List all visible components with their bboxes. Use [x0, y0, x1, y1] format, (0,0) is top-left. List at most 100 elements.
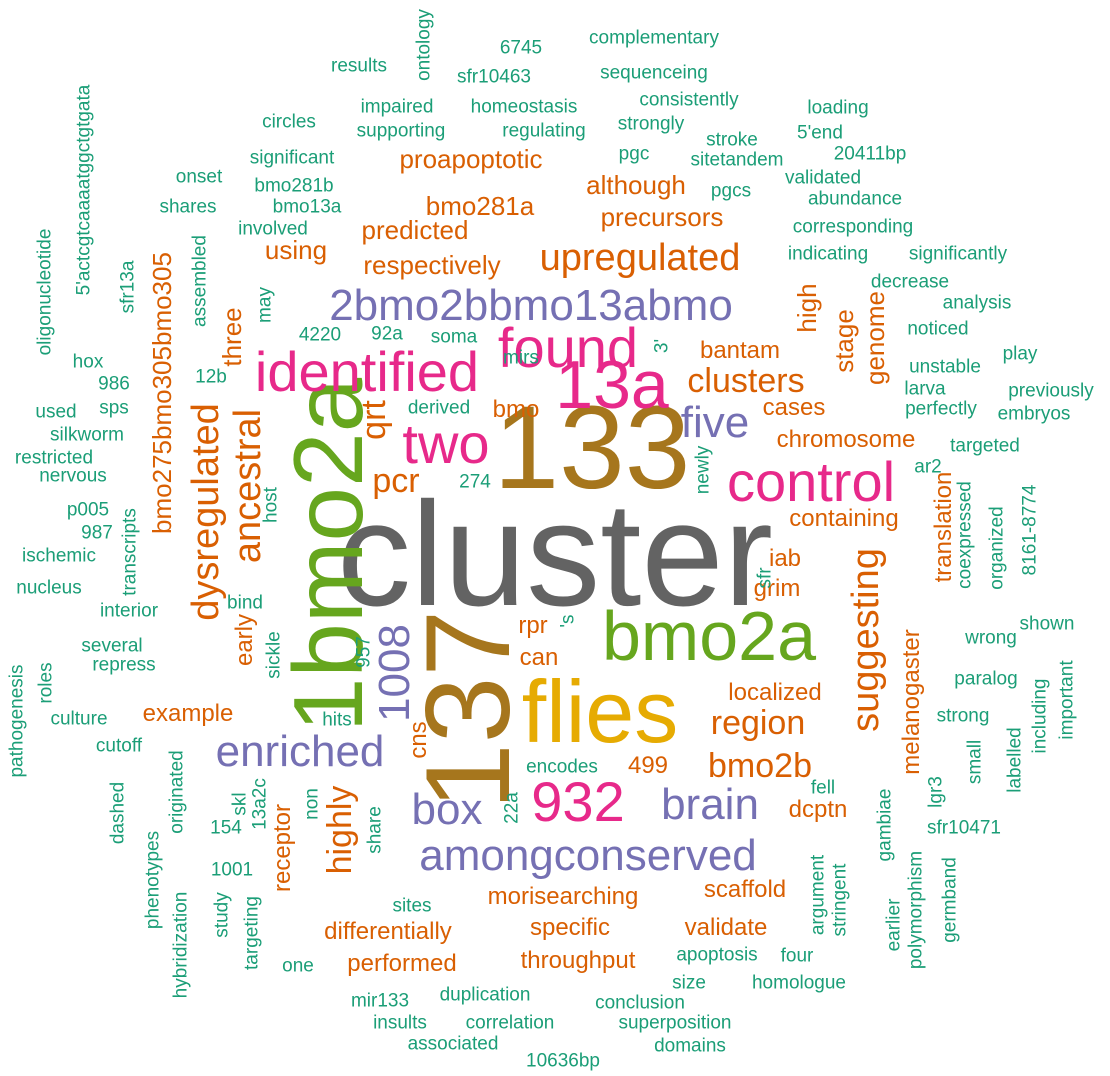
word-receptor: receptor — [269, 803, 296, 893]
word-can: can — [519, 644, 559, 671]
word-skl: skl — [229, 792, 251, 816]
word-hybridization: hybridization — [170, 891, 192, 999]
word-cutoff: cutoff — [95, 735, 143, 757]
word-circles: circles — [262, 111, 316, 133]
word-sitetandem: sitetandem — [690, 149, 784, 171]
word-bmo2b: bmo2b — [708, 747, 812, 785]
word-bmo281a: bmo281a — [425, 191, 535, 221]
word-translation: translation — [930, 471, 957, 583]
word-qrt: qrt — [355, 400, 393, 440]
word-cns: cns — [405, 721, 432, 759]
word-predicted: predicted — [361, 215, 469, 245]
word-duplication: duplication — [439, 984, 531, 1006]
word-137: 137 — [401, 609, 535, 811]
word-used: used — [35, 401, 77, 423]
word-precursors: precursors — [600, 202, 724, 232]
word-ar2: ar2 — [914, 456, 942, 478]
word-grim: grim — [753, 575, 801, 602]
word-significantly: significantly — [908, 243, 1008, 265]
word-earlier: earlier — [883, 898, 905, 952]
word-five: five — [680, 398, 750, 447]
word-sfr10463: sfr10463 — [457, 66, 531, 88]
word-987: 987 — [81, 522, 113, 544]
word-nervous: nervous — [39, 465, 107, 487]
word-133: 133 — [493, 382, 691, 514]
word-suggesting: suggesting — [845, 548, 887, 732]
word-lgr3: lgr3 — [925, 776, 947, 808]
word-important: important — [1056, 660, 1078, 740]
word-involved: involved — [238, 218, 308, 240]
word-499: 499 — [627, 752, 669, 779]
word-sickle: sickle — [263, 631, 285, 679]
word-silkworm: silkworm — [50, 424, 124, 446]
word-embryos: embryos — [997, 403, 1071, 425]
word-performed: performed — [347, 950, 457, 977]
word-apoptosis: apoptosis — [676, 944, 758, 966]
word-perfectly: perfectly — [905, 398, 977, 420]
word-organized: organized — [986, 506, 1008, 590]
word-roles: roles — [35, 662, 57, 704]
word-cluster: cluster — [337, 472, 773, 637]
word-targeting: targeting — [241, 896, 263, 970]
word-shares: shares — [159, 196, 217, 218]
word-2bmo2bbmo13abmo: 2bmo2bbmo13abmo — [329, 281, 733, 330]
word-strongly: strongly — [617, 113, 685, 135]
word-5end: 5'end — [797, 122, 843, 144]
word-transcripts: transcripts — [119, 508, 141, 596]
word-domains: domains — [654, 1035, 726, 1057]
word-two: two — [402, 412, 490, 475]
word-conclusion: conclusion — [595, 992, 685, 1014]
word-957: 957 — [353, 636, 375, 668]
word-sfr13a: sfr13a — [117, 260, 139, 314]
word-highly: highly — [321, 785, 359, 875]
word-throughput: throughput — [520, 947, 636, 974]
word-pgc: pgc — [618, 143, 650, 165]
word-associated: associated — [407, 1033, 499, 1055]
word-assembled: assembled — [189, 235, 211, 327]
word-newly: newly — [692, 445, 714, 495]
word-share: share — [364, 806, 386, 854]
word-sites: sites — [392, 895, 432, 917]
word-decrease: decrease — [870, 271, 950, 293]
word-sequenceing: sequenceing — [600, 62, 708, 84]
word-may: may — [254, 287, 276, 323]
word-cases: cases — [762, 394, 826, 421]
word-phenotypes: phenotypes — [142, 830, 164, 930]
word-results: results — [331, 55, 387, 77]
word-dashed: dashed — [107, 781, 129, 845]
word-932: 932 — [531, 770, 625, 833]
word-coexpressed: coexpressed — [954, 481, 976, 589]
word-including: including — [1029, 678, 1051, 754]
word-nucleus: nucleus — [16, 577, 82, 599]
word-bmo275bmo305bmo305: bmo275bmo305bmo305 — [147, 252, 177, 534]
word-iab: iab — [768, 545, 802, 572]
word-box: box — [411, 785, 483, 834]
word-identified: identified — [254, 340, 480, 403]
word-rpr: rpr — [518, 612, 548, 639]
word-derived: derived — [407, 397, 471, 419]
word-pcr: pcr — [372, 462, 420, 500]
word-pathogenesis: pathogenesis — [6, 664, 28, 778]
word-bmo13a: bmo13a — [272, 196, 342, 218]
word-size: size — [672, 972, 706, 994]
word-stroke: stroke — [706, 129, 758, 151]
word-dysregulated: dysregulated — [185, 403, 227, 621]
word-regulating: regulating — [502, 120, 586, 142]
word-although: although — [586, 170, 686, 200]
word-argument: argument — [807, 854, 829, 936]
word-enriched: enriched — [215, 727, 385, 776]
word-encodes: encodes — [526, 756, 598, 778]
word-specific: specific — [529, 914, 611, 941]
word-5actcgtcaaaatggctgtgata: 5'actcgtcaaaatggctgtgata — [73, 84, 95, 296]
word-melanogaster: melanogaster — [898, 629, 925, 775]
word-bantam: bantam — [699, 337, 781, 364]
word-proapoptotic: proapoptotic — [399, 144, 543, 174]
word-three: three — [217, 307, 247, 367]
word-analysis: analysis — [942, 292, 1012, 314]
word-ontology: ontology — [413, 9, 435, 81]
word-8161-8774: 8161-8774 — [1019, 484, 1041, 576]
word-sfr10471: sfr10471 — [927, 817, 1001, 839]
word-culture: culture — [50, 708, 108, 730]
word-13a: 13a — [555, 347, 669, 423]
word-fell: fell — [810, 777, 836, 799]
